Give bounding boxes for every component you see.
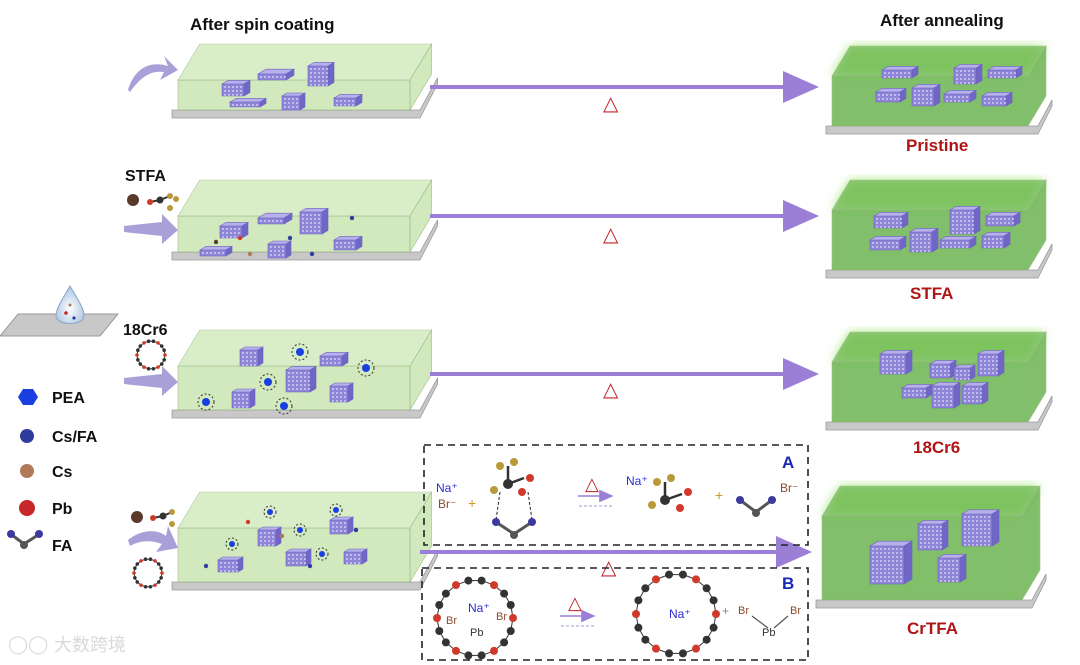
reaction-b-br-1: Br (446, 615, 457, 627)
result-label-stfa: STFA (910, 284, 953, 303)
film-annealed-pristine (825, 44, 1053, 135)
watermark-text: 大数跨境 (54, 635, 126, 655)
reaction-b-pb-right: Pb (762, 627, 775, 639)
hexagon-icon (18, 389, 38, 405)
reaction-b-box: B Br Na⁺ Br Pb △ Na⁺ + Br Br Pb (421, 567, 809, 661)
stfa-molecule-icon (127, 193, 179, 211)
legend-label-pb: Pb (52, 501, 73, 518)
reaction-a-br-right: Br⁻ (780, 481, 798, 495)
anneal-symbol-row-2: △ (603, 224, 619, 246)
stfa-molecule-icon (131, 509, 175, 527)
reaction-b-br-3: Br (738, 605, 749, 617)
input-arrow-row-3 (124, 366, 178, 396)
film-spin-coated-crtfa (171, 490, 439, 591)
reaction-a-box: A Na⁺ Br⁻ + △ Na⁺ + Br⁻ (423, 444, 809, 546)
reaction-a-plus-right: + (715, 487, 723, 503)
legend-label-cs-fa: Cs/FA (52, 429, 98, 446)
input-arrow-row-2 (124, 214, 178, 244)
legend: PEA Cs/FA Cs Pb FA (7, 389, 98, 555)
crown-ether-icon (135, 339, 167, 371)
reaction-b-pb-left: Pb (470, 627, 483, 639)
reaction-b-plus: + (722, 604, 729, 618)
film-spin-coated-pristine (171, 42, 439, 119)
legend-label-cs: Cs (52, 464, 73, 481)
reaction-b-br-2: Br (496, 611, 507, 623)
anneal-symbol-row-1: △ (603, 93, 619, 115)
film-annealed-crtfa (815, 484, 1047, 609)
reaction-a-na-left: Na⁺ (436, 481, 458, 495)
result-label-crtfa: CrTFA (907, 619, 958, 638)
reaction-b-na-right: Na⁺ (669, 607, 691, 621)
input-arrow-row-4 (128, 526, 178, 552)
circle-icon (19, 500, 35, 516)
crown-ether-icon (132, 557, 164, 589)
circle-icon (20, 464, 34, 478)
reaction-a-br-left: Br⁻ (438, 497, 456, 511)
reaction-a-tag: A (782, 453, 794, 472)
reaction-b-heat: △ (568, 593, 582, 613)
input-arrow-row-1 (128, 56, 178, 92)
legend-label-pea: PEA (52, 390, 85, 407)
header-after-spin-coating: After spin coating (190, 15, 335, 34)
film-spin-coated-18cr6 (171, 328, 439, 419)
row-label-18cr6: 18Cr6 (123, 322, 168, 339)
watermark-logo-icon: ◯◯ (8, 634, 48, 655)
circle-icon (20, 429, 34, 443)
anneal-symbol-row-3: △ (603, 379, 619, 401)
result-label-pristine: Pristine (906, 136, 968, 155)
reaction-a-na-right: Na⁺ (626, 474, 648, 488)
film-annealed-stfa (825, 178, 1053, 279)
precursor-drop-on-substrate (0, 284, 120, 337)
reaction-b-na-left: Na⁺ (468, 601, 490, 615)
fa-molecule-icon (7, 530, 43, 549)
legend-label-fa: FA (52, 538, 73, 555)
reaction-b-tag: B (782, 574, 794, 593)
reaction-b-br-4: Br (790, 605, 801, 617)
reaction-a-heat: △ (585, 474, 599, 494)
watermark: ◯◯ 大数跨境 (8, 634, 126, 655)
film-annealed-18cr6 (825, 330, 1053, 431)
header-after-annealing: After annealing (880, 11, 1004, 30)
row-label-stfa: STFA (125, 168, 166, 185)
result-label-18cr6: 18Cr6 (913, 438, 960, 457)
film-spin-coated-stfa (171, 178, 439, 261)
reaction-a-plus-left: + (468, 495, 476, 511)
